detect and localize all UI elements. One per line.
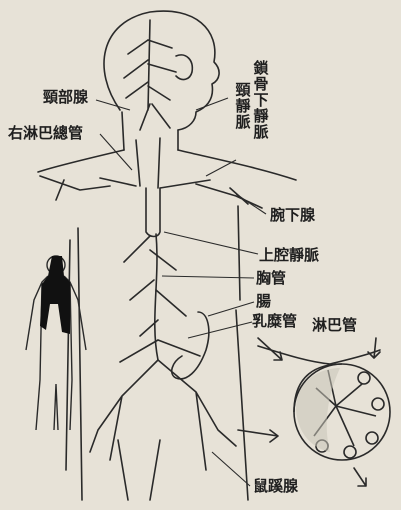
pointer-right-duct [100,134,132,170]
label-right-lymph-duct: 右淋巴總管 [8,126,83,141]
label-lymphatic-vessel: 淋巴管 [312,318,357,333]
label-subclavian-vein: 鎖骨下靜脈 [253,60,269,140]
label-axillary-gland: 腕下腺 [270,208,315,223]
pointer-lacteal [188,322,252,338]
mini-figure-highlight [40,256,70,334]
pointer-subclavian [206,160,236,176]
left-arm-outline [66,228,82,500]
arrow-lymph-out [354,468,366,486]
pointer-cervical [96,100,130,110]
arrow-lymph-2 [368,338,380,358]
torso-lymph-vessels [120,236,200,362]
pointer-intestine [208,302,254,316]
pointer-inguinal [212,452,250,486]
pointer-jugular [196,98,228,110]
leg-outline [118,440,160,500]
pointer-vena-cava [164,232,258,254]
label-lacteal: 乳糜管 [252,314,297,329]
intestine-shape [172,312,209,379]
superior-vena-cava-vessel [146,188,160,237]
torso-outline [38,150,296,180]
pointer-axillary [236,194,266,214]
label-inguinal-gland: 鼠蹊腺 [253,479,298,494]
label-superior-vena-cava: 上腔靜脈 [259,248,319,263]
label-cervical-gland: 頸部腺 [43,90,88,105]
jugular-vein-vessel [136,138,160,188]
subclavian-junction [100,178,210,188]
head-lymph-vessels [124,20,176,130]
neck-outline [122,112,178,150]
label-intestine: 腸 [256,294,271,309]
label-jugular-vein: 頸靜脈 [235,82,251,130]
arm-lymph-vessels [40,176,262,208]
ear-outline [176,55,192,80]
label-thoracic-duct: 胸管 [256,271,286,286]
